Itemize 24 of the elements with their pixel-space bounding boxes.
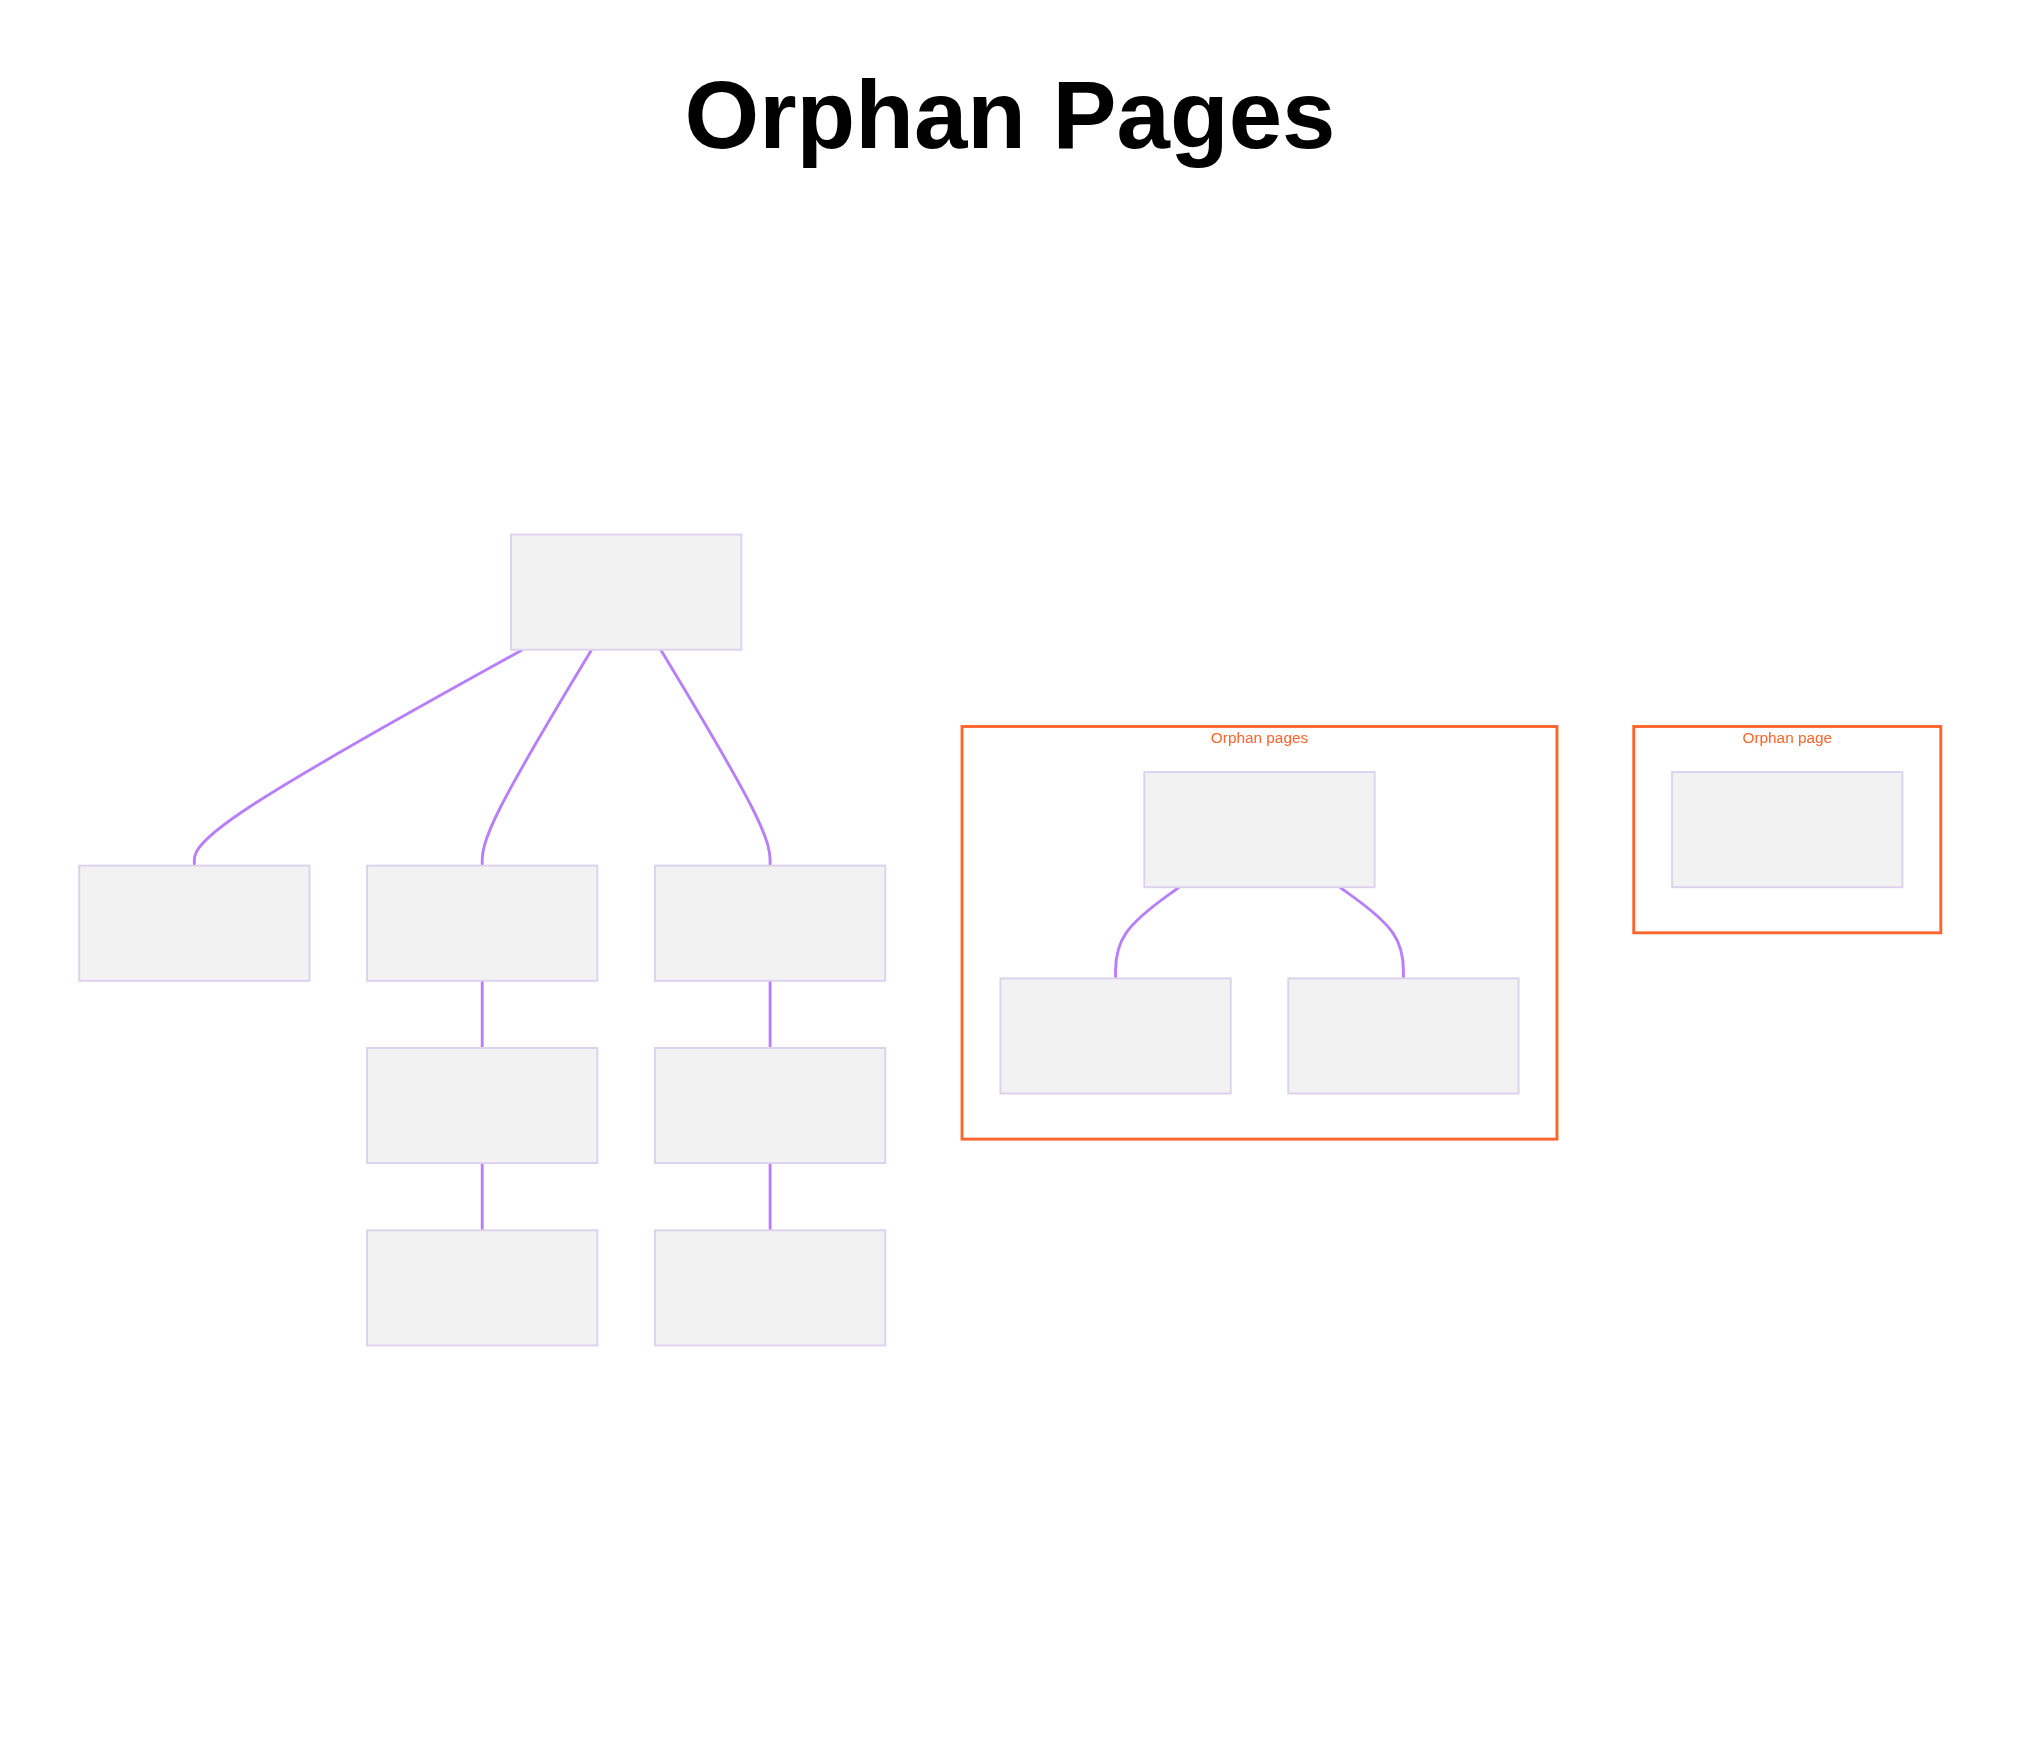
- node-box: [654, 1047, 887, 1165]
- connector: [480, 980, 484, 1048]
- node-box: [366, 1229, 599, 1347]
- node-box: [1143, 771, 1376, 889]
- connector: [659, 648, 772, 866]
- node-box: [78, 864, 311, 982]
- node-box: [654, 864, 887, 982]
- cluster: Orphan pages: [960, 725, 1559, 1141]
- cluster: Orphan page: [1632, 725, 1943, 935]
- connector: [768, 1163, 772, 1231]
- node-box: [366, 864, 599, 982]
- connector: [480, 1163, 484, 1231]
- connector: [768, 980, 772, 1048]
- connector: [480, 648, 593, 866]
- node-box: [1671, 771, 1904, 889]
- node-box: [366, 1047, 599, 1165]
- diagram-title: Orphan Pages: [683, 60, 1337, 170]
- connector: [1114, 886, 1180, 979]
- connector: [1339, 886, 1405, 979]
- connector: [192, 648, 524, 866]
- node-box: [654, 1229, 887, 1347]
- node-box: [510, 533, 743, 651]
- node-box: [1287, 977, 1520, 1095]
- node-box: [999, 977, 1232, 1095]
